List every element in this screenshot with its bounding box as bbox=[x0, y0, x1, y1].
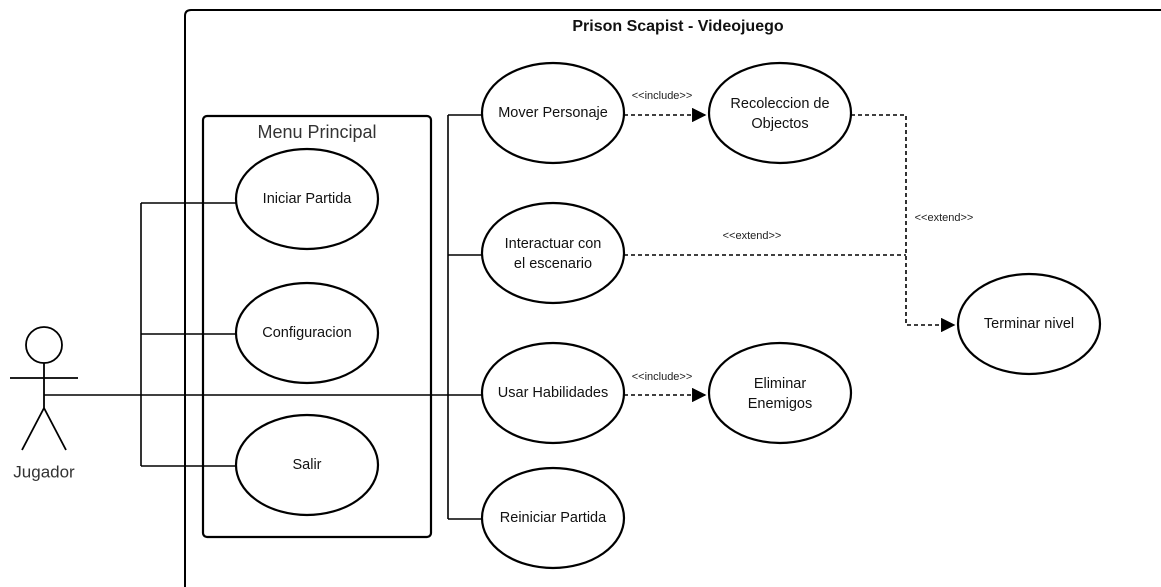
use-case-configuracion[interactable]: Configuracion bbox=[234, 281, 380, 385]
use-case-label: Salir bbox=[292, 457, 321, 473]
use-case-label-line1: Eliminar bbox=[754, 376, 807, 392]
use-case-label: Usar Habilidades bbox=[498, 385, 608, 401]
extend-label-2: <<extend>> bbox=[723, 230, 782, 242]
actor-label: Jugador bbox=[13, 462, 75, 481]
system-title: Prison Scapist - Videojuego bbox=[572, 18, 784, 35]
use-case-label-line2: Enemigos bbox=[748, 396, 812, 412]
use-case-recoleccion-objectos[interactable]: Recoleccion de Objectos bbox=[707, 61, 853, 165]
use-case-label: Iniciar Partida bbox=[263, 191, 353, 207]
extend-recoleccion-terminar bbox=[851, 114, 956, 333]
use-case-salir[interactable]: Salir bbox=[234, 413, 380, 517]
use-case-iniciar-partida[interactable]: Iniciar Partida bbox=[234, 147, 380, 251]
system-boundary bbox=[184, 9, 1161, 587]
menu-principal-package bbox=[201, 114, 433, 539]
use-case-usar-habilidades[interactable]: Usar Habilidades bbox=[480, 341, 626, 445]
extend-label-1: <<extend>> bbox=[915, 212, 974, 224]
actor-head bbox=[25, 326, 63, 364]
use-case-label-line2: el escenario bbox=[514, 256, 592, 272]
use-case-terminar-nivel[interactable]: Terminar nivel bbox=[956, 272, 1102, 376]
use-case-mover-personaje[interactable]: Mover Personaje bbox=[480, 61, 626, 165]
use-case-label: Reiniciar Partida bbox=[500, 510, 607, 526]
actor-right-leg bbox=[43, 407, 67, 451]
use-case-label-line2: Objectos bbox=[751, 116, 808, 132]
actor-left-leg bbox=[21, 407, 45, 451]
include-label-2: <<include>> bbox=[632, 371, 693, 383]
use-case-interactuar-escenario[interactable]: Interactuar con el escenario bbox=[480, 201, 626, 305]
use-case-label: Mover Personaje bbox=[498, 105, 608, 121]
use-case-label-line1: Interactuar con bbox=[505, 236, 602, 252]
actor-jugador: Jugador bbox=[10, 326, 78, 481]
menu-principal-title: Menu Principal bbox=[257, 122, 376, 142]
use-case-reiniciar-partida[interactable]: Reiniciar Partida bbox=[480, 466, 626, 570]
use-case-label: Terminar nivel bbox=[984, 316, 1074, 332]
include-label-1: <<include>> bbox=[632, 90, 693, 102]
associations bbox=[44, 114, 482, 520]
use-case-label-line1: Recoleccion de bbox=[730, 96, 829, 112]
use-case-label: Configuracion bbox=[262, 325, 351, 341]
dependencies: <<include>> <<include>> <<extend>> <<ext… bbox=[624, 90, 974, 403]
use-case-eliminar-enemigos[interactable]: Eliminar Enemigos bbox=[707, 341, 853, 445]
